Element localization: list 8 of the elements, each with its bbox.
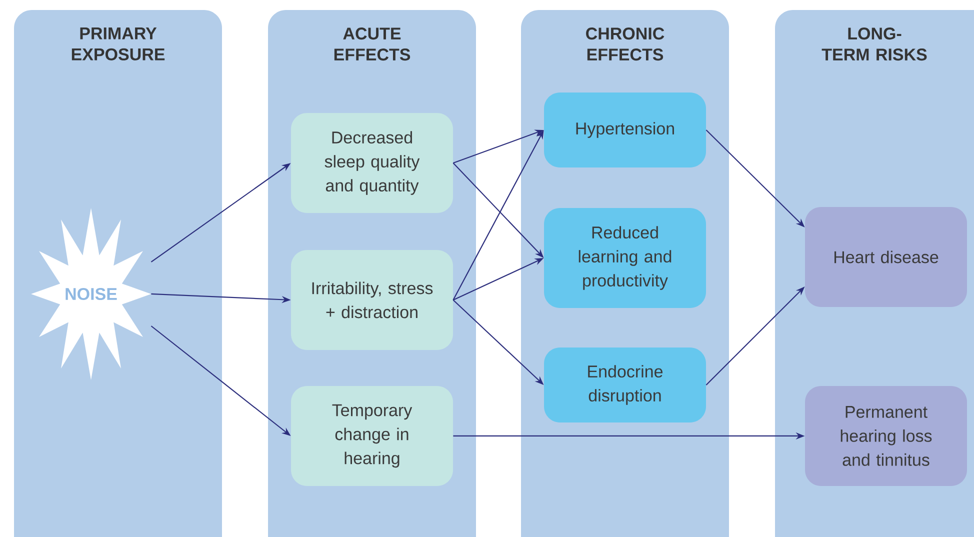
effect-box: Temporary change in hearing bbox=[291, 386, 453, 486]
effect-box: Endocrine disruption bbox=[544, 347, 706, 422]
effect-box: Permanent hearing loss and tinnitus bbox=[805, 386, 967, 486]
effect-box: Decreased sleep quality and quantity bbox=[291, 113, 453, 213]
effect-box: Irritability, stress + distraction bbox=[291, 250, 453, 350]
effect-box: Reduced learning and productivity bbox=[544, 208, 706, 308]
effect-box: Hypertension bbox=[544, 92, 706, 168]
effect-box: Heart disease bbox=[805, 207, 967, 307]
